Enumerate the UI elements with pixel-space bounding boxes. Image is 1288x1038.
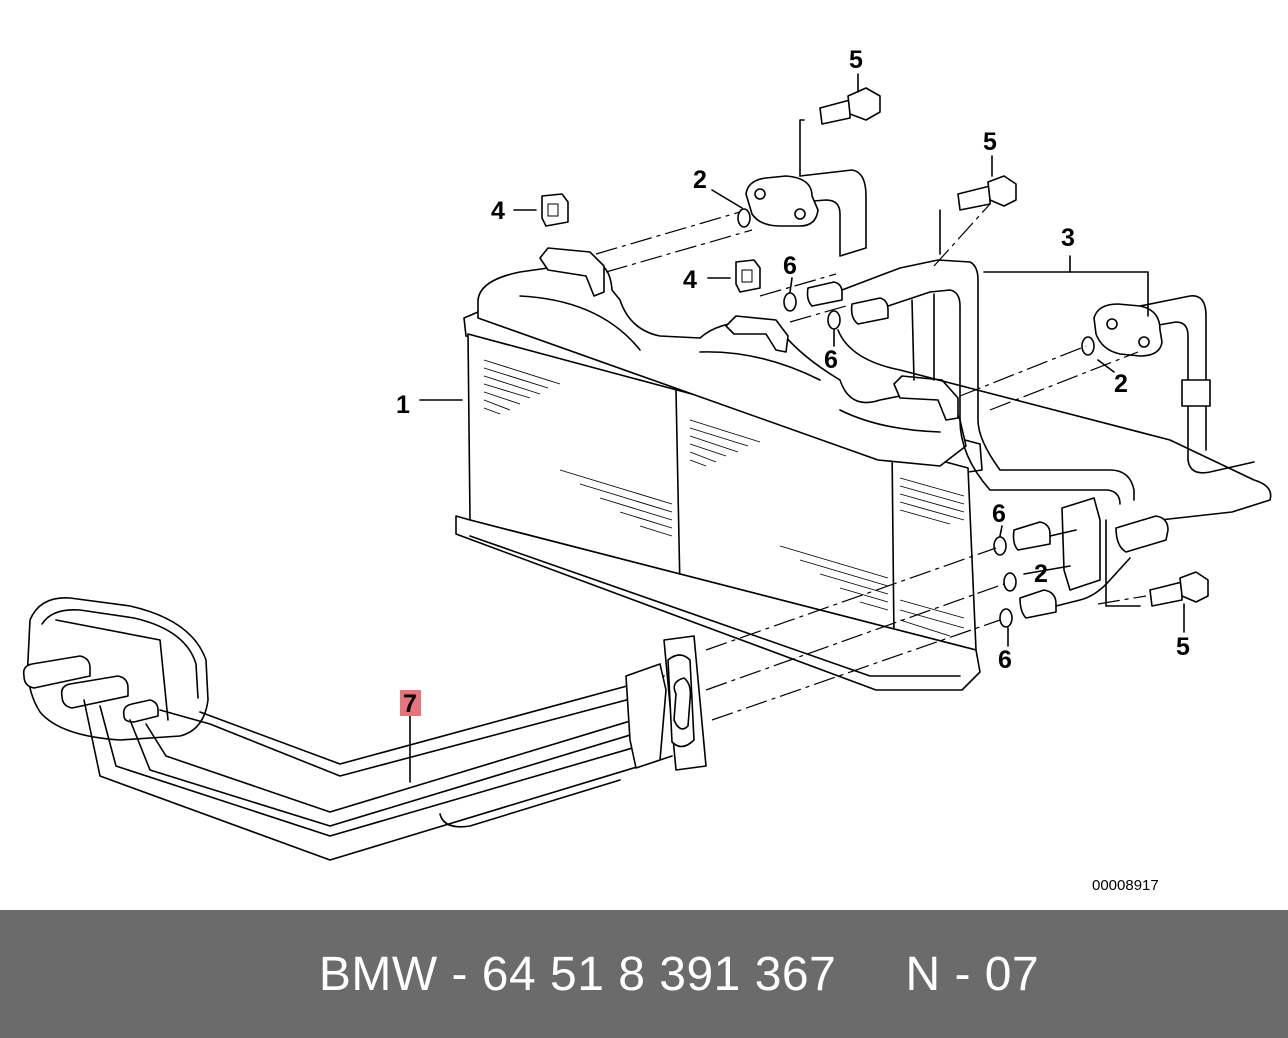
line-assembly-7: [22, 597, 707, 861]
drawing-number: 00008917: [1092, 877, 1159, 894]
callout-6-right-top: 6: [992, 500, 1006, 528]
callout-7: 7: [403, 690, 417, 718]
heater-core: [455, 247, 983, 691]
nut-mid: [735, 259, 761, 293]
o-rings: [737, 208, 1095, 628]
callout-5-top: 5: [849, 46, 863, 74]
bolt-mid: [957, 175, 1017, 211]
callout-6-mid: 6: [824, 346, 838, 374]
callout-2-top: 2: [693, 166, 707, 194]
part-number-banner: BMW - 64 51 8 391 367 N - 07: [0, 910, 1288, 1038]
parts-diagram: 1 2 2 2 3 4 4 5 5 5 6 6 6 6 7 00008917: [22, 46, 1272, 894]
part-number-text: BMW - 64 51 8 391 367 N - 07: [318, 947, 1040, 1001]
nut-left: [541, 193, 569, 227]
callout-6-top: 6: [783, 252, 797, 280]
callout-3: 3: [1061, 224, 1075, 252]
assembly-centerlines: [595, 203, 1147, 721]
callout-5-bottom: 5: [1176, 633, 1190, 661]
bolt-top: [819, 87, 881, 125]
callout-5-mid: 5: [983, 128, 997, 156]
callout-7-highlight: [400, 690, 421, 716]
callout-2-lower: 2: [1034, 560, 1048, 588]
leader-lines: [409, 73, 1185, 783]
callout-6-right-bottom: 6: [998, 646, 1012, 674]
callout-4-mid: 4: [683, 266, 697, 294]
pipe-assembly: [745, 169, 1272, 619]
callout-1: 1: [396, 391, 410, 419]
callout-4-left: 4: [491, 197, 505, 225]
callout-2-right: 2: [1114, 370, 1128, 398]
fin-hatching: [483, 359, 965, 637]
bolt-bottom: [1149, 571, 1209, 607]
callouts: 1 2 2 2 3 4 4 5 5 5 6 6 6 6 7: [396, 46, 1190, 718]
